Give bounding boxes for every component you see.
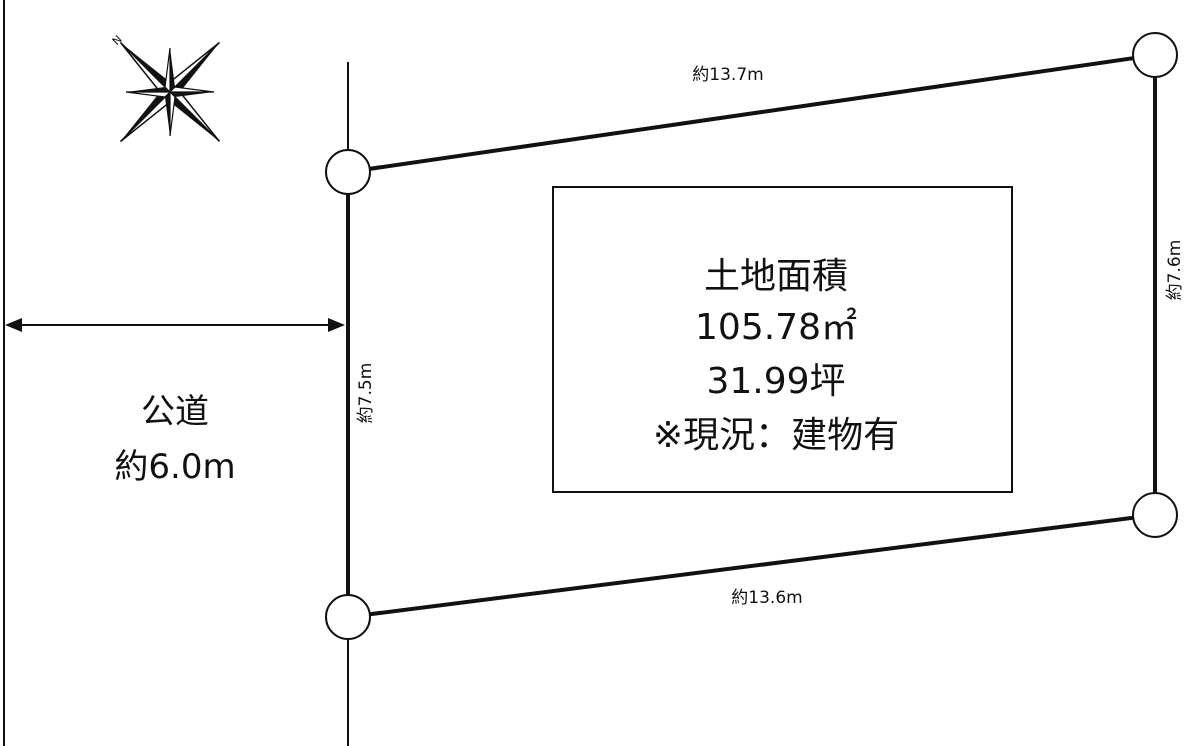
corner-marker-rear-north [1132,32,1178,78]
area-title: 土地面積 [704,256,848,297]
road-width-label: 約6.0m [114,447,235,487]
dimension-north-side: 約13.7m [692,65,763,85]
area-info-box [552,186,1013,493]
dimension-south-side: 約13.6m [731,588,802,608]
road-width-arrow [5,318,345,332]
road-name: 公道 [141,392,209,432]
corner-marker-front-south [325,594,371,640]
dimension-rear-side: 約7.6m [1165,240,1185,301]
compass-rose-icon [119,41,221,143]
area-square-meters: 105.78㎡ [695,306,857,348]
corner-marker-rear-south [1132,492,1178,538]
current-status-note: ※現況：建物有 [653,415,899,456]
corner-marker-front-north [325,149,371,195]
dimension-road-frontage: 約7.5m [356,363,376,424]
area-tsubo: 31.99坪 [706,361,845,402]
